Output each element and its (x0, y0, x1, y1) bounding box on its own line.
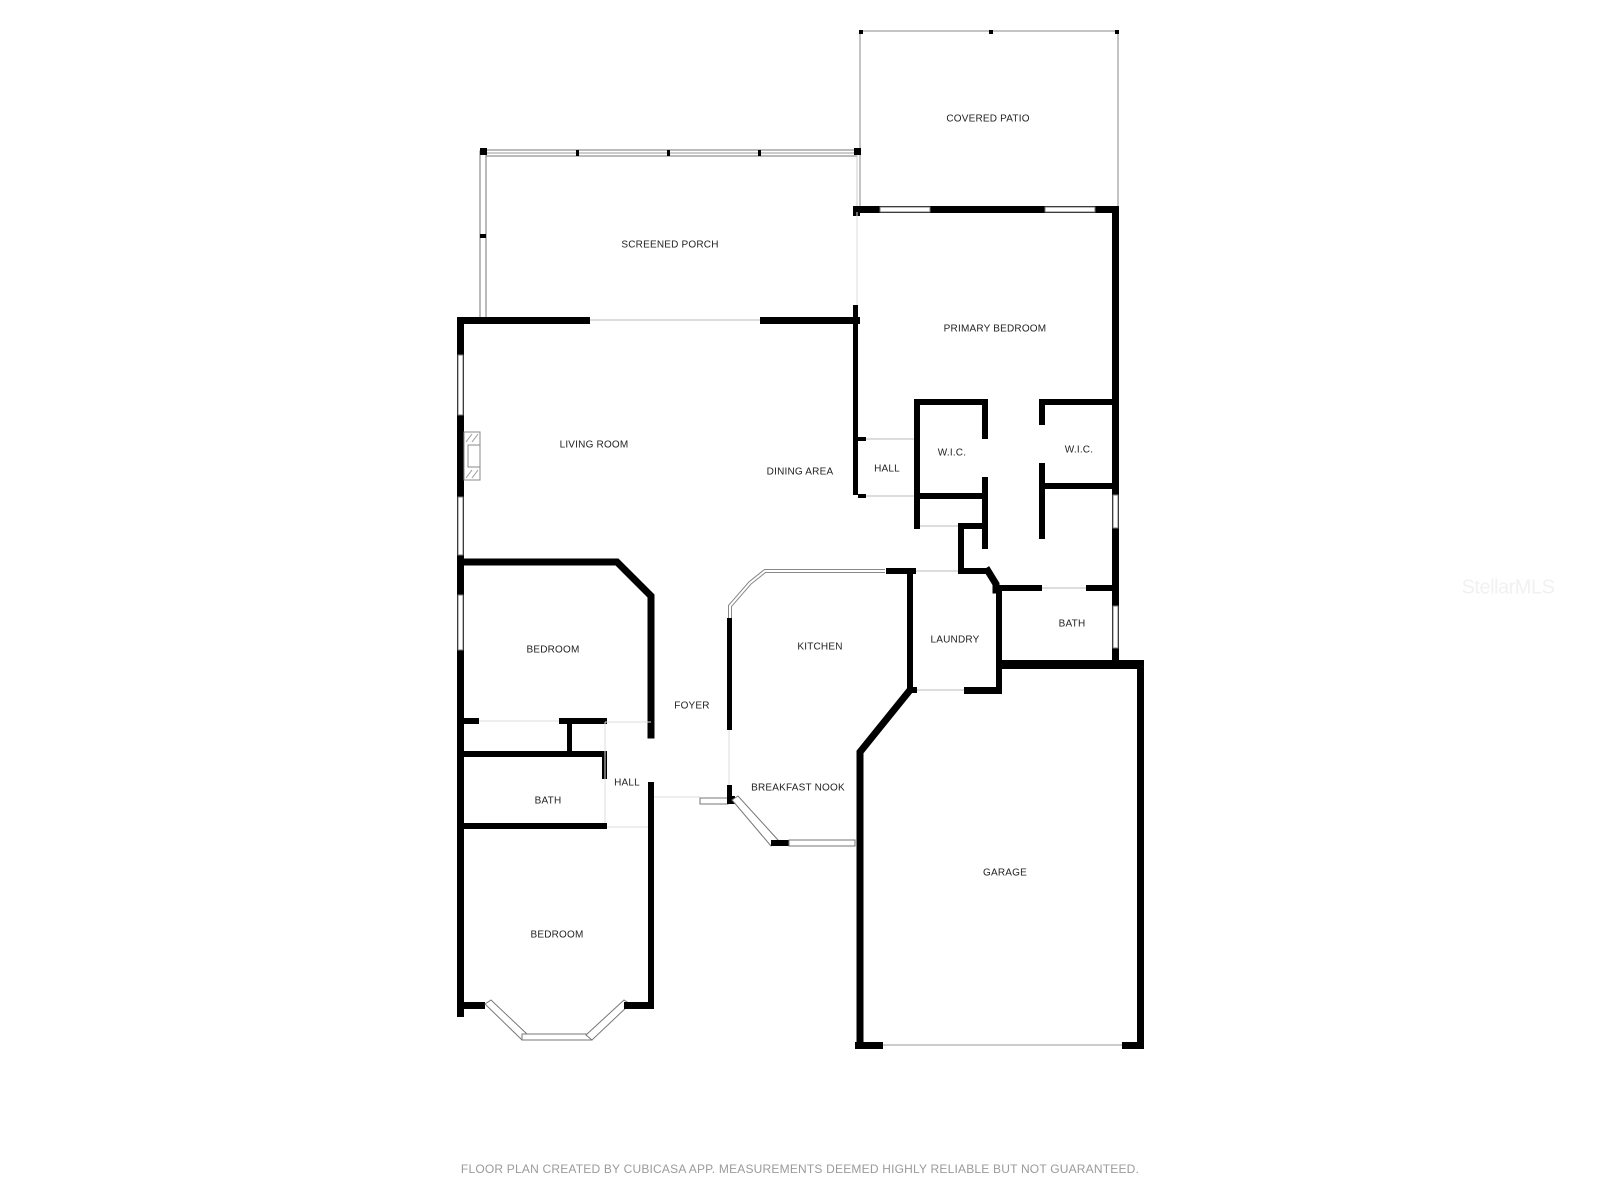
room-label-hall-secondary: HALL (614, 777, 640, 789)
room-label-bedroom-2: BEDROOM (530, 929, 584, 941)
room-label-laundry: LAUNDRY (930, 634, 980, 646)
room-label-dining-area: DINING AREA (766, 466, 834, 478)
primary-bedroom-walls (853, 206, 1119, 666)
footer-disclaimer: FLOOR PLAN CREATED BY CUBICASA APP. MEAS… (460, 1162, 1140, 1176)
primary-suite-interior-walls (858, 399, 1144, 668)
room-label-wic-1: W.I.C. (937, 447, 967, 459)
room-label-foyer: FOYER (674, 700, 710, 712)
living-room-walls (457, 317, 860, 1017)
room-label-wic-2: W.I.C. (1064, 444, 1094, 456)
room-label-garage: GARAGE (983, 867, 1027, 879)
room-label-living-room: LIVING ROOM (559, 439, 629, 451)
room-label-kitchen: KITCHEN (797, 641, 843, 653)
kitchen-walls (727, 568, 1002, 1049)
room-label-bath-primary: BATH (1058, 618, 1086, 630)
room-label-breakfast-nook: BREAKFAST NOOK (751, 782, 845, 794)
room-label-bath-secondary: BATH (534, 795, 562, 807)
screened-porch-outline (479, 148, 861, 319)
garage-walls (855, 661, 1144, 1049)
room-label-primary-bedroom: PRIMARY BEDROOM (943, 323, 1047, 335)
watermark-logo: StellarMLS (1461, 576, 1555, 599)
room-label-covered-patio: COVERED PATIO (946, 113, 1030, 125)
room-label-screened-porch: SCREENED PORCH (621, 239, 719, 251)
room-label-hall-primary: HALL (874, 463, 900, 475)
room-label-bedroom-1: BEDROOM (526, 644, 580, 656)
breakfast-nook-bay (699, 795, 856, 847)
left-wing-walls (457, 558, 700, 1041)
